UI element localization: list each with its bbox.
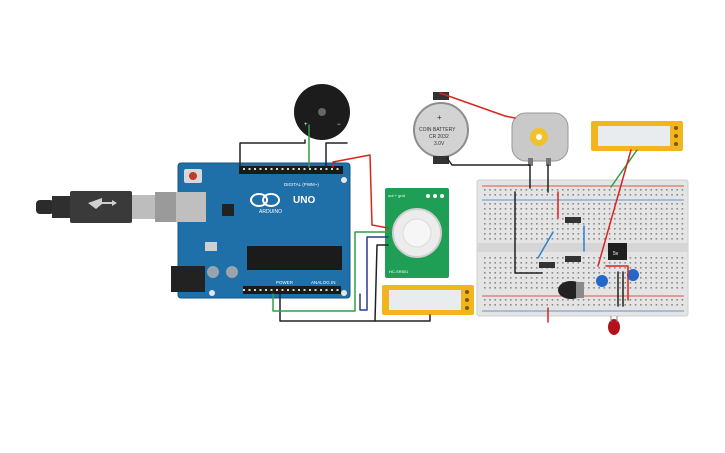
battery-plus: +: [437, 113, 442, 122]
pir-top-label: out + gnd: [388, 193, 405, 198]
dc-motor: [511, 112, 569, 166]
digital-label: DIGITAL (PWM~): [284, 182, 319, 187]
diode-3: [565, 256, 581, 262]
piezo-buzzer: + −: [294, 84, 350, 140]
diode-2: [539, 262, 555, 268]
ceramic-capacitor-2: [627, 269, 639, 281]
analog-label: ANALOG IN: [311, 280, 336, 285]
power-label: POWER: [276, 280, 294, 285]
red-led: [608, 319, 620, 335]
voltage-regulator: [608, 243, 627, 260]
atmega-chip: [247, 246, 342, 270]
usb-icon: [88, 198, 117, 209]
breadboard-components: 5v: [539, 217, 639, 335]
pir-sensor: out + gnd HC-SR501: [385, 188, 449, 278]
uno-label: UNO: [293, 195, 315, 206]
wires: [239, 92, 638, 323]
display-bottom: [382, 285, 474, 315]
coin-battery: + COIN BATTERY CR 2032 3.0V: [413, 92, 469, 164]
arduino-brand: ARDUINO: [259, 209, 282, 215]
usb-port: [176, 192, 206, 222]
analog-header: [243, 286, 341, 294]
display-top-right: [591, 121, 683, 151]
battery-label-2: CR 2032: [429, 134, 449, 140]
diode-1: [565, 217, 581, 223]
battery-label-1: COIN BATTERY: [419, 127, 456, 133]
arduino-logo-icon: [250, 193, 280, 207]
digital-header: [239, 166, 343, 174]
buzzer-plus: +: [304, 122, 308, 128]
pir-bottom-label: HC-SR501: [389, 269, 409, 274]
regulator-label: 5v: [613, 251, 619, 257]
power-jack: [171, 266, 205, 292]
ceramic-capacitor-1: [596, 275, 608, 287]
battery-label-3: 3.0V: [434, 141, 445, 147]
breadboard: [476, 179, 689, 317]
arduino-uno-board: UNO ARDUINO DIGITAL (PWM~) POWER ANALOG …: [171, 162, 351, 299]
buzzer-minus: −: [337, 122, 341, 128]
